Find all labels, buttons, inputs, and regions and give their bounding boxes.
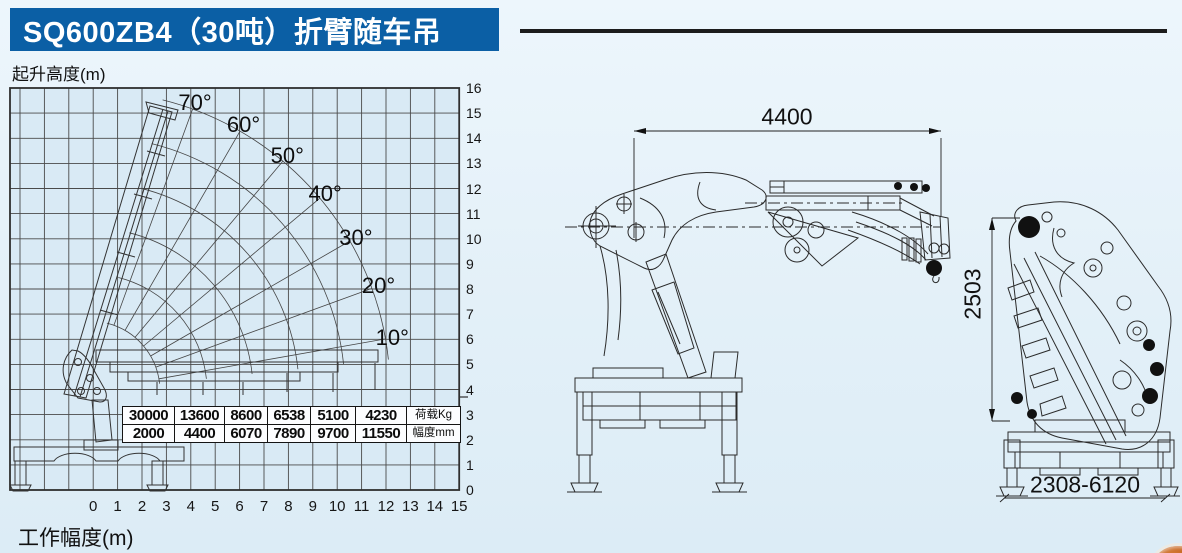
- table-cell: 13600: [174, 406, 225, 425]
- table-cell: 2000: [122, 424, 175, 443]
- table-unit-cell: 荷载Kg: [406, 406, 461, 425]
- table-cell: 8600: [224, 406, 268, 425]
- side-view-drawing: [565, 128, 951, 493]
- table-unit-cell: 幅度mm: [406, 424, 461, 443]
- table-cell: 4400: [174, 424, 225, 443]
- page-title: SQ600ZB4（30吨）折臂随车吊: [23, 16, 442, 49]
- table-cell: 6070: [224, 424, 268, 443]
- header-rule-line: [520, 29, 1167, 33]
- table-cell: 9700: [310, 424, 356, 443]
- working-range-fan: [106, 99, 389, 384]
- table-cell: 4230: [355, 406, 407, 425]
- rear-view-drawing: [989, 201, 1180, 503]
- table-cell: 30000: [122, 406, 175, 425]
- table-cell: 5100: [310, 406, 356, 425]
- crane-drawing-in-chart: [9, 101, 379, 492]
- title-bar: SQ600ZB4（30吨）折臂随车吊: [10, 8, 499, 51]
- table-cell: 7890: [267, 424, 311, 443]
- table-cell: 11550: [355, 424, 407, 443]
- table-cell: 6538: [267, 406, 311, 425]
